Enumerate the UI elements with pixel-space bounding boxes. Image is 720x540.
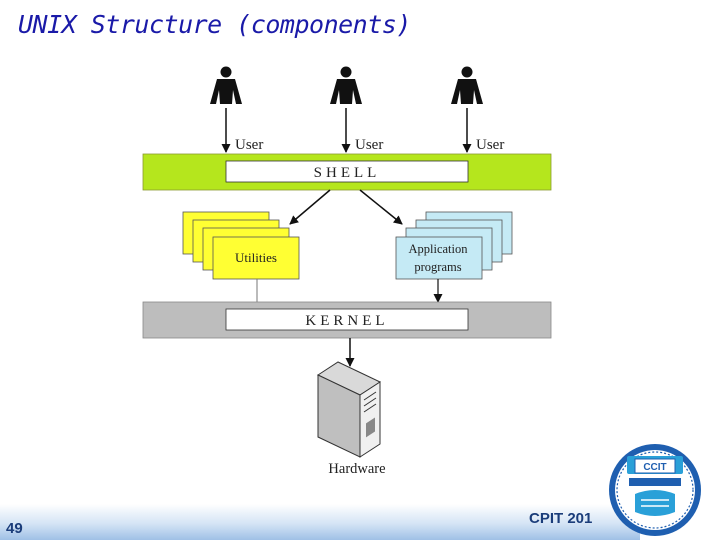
user-2: User [330, 66, 383, 153]
person-icon [210, 66, 242, 104]
logo-text: CCIT [643, 462, 666, 473]
utilities-stack: Utilities [182, 211, 300, 280]
user-label: User [235, 137, 263, 153]
application-card-front [395, 236, 483, 280]
shell-label-box [225, 160, 469, 183]
utilities-card-front [212, 236, 300, 280]
user-label: User [476, 137, 504, 153]
kernel-layer: KERNEL [142, 301, 552, 339]
utilities-label: Utilities [235, 250, 277, 265]
kernel-label-box [225, 308, 469, 331]
user-3: User [451, 66, 504, 153]
hardware: Hardware [316, 361, 386, 477]
shell-label: SHELL [314, 165, 381, 181]
kernel-label: KERNEL [305, 313, 388, 329]
application-label-line1: Application [408, 242, 468, 256]
course-code: CPIT 201 [529, 510, 593, 527]
shell-layer: SHELL [142, 153, 552, 191]
person-icon [451, 66, 483, 104]
page-number: 49 [6, 520, 23, 537]
application-label-line2: programs [414, 260, 461, 274]
hardware-label: Hardware [328, 461, 385, 477]
server-tower-icon [316, 361, 382, 458]
footer-bar [0, 504, 640, 540]
university-seal-icon: CCIT [609, 444, 701, 536]
user-label: User [355, 137, 383, 153]
person-icon [330, 66, 362, 104]
user-1: User [210, 66, 263, 153]
shell-to-utilities-arrow [289, 189, 331, 225]
slide-title: UNIX Structure (components) [18, 10, 411, 39]
shell-to-applications-arrow [359, 189, 403, 225]
application-programs-stack: Application programs [395, 211, 513, 280]
